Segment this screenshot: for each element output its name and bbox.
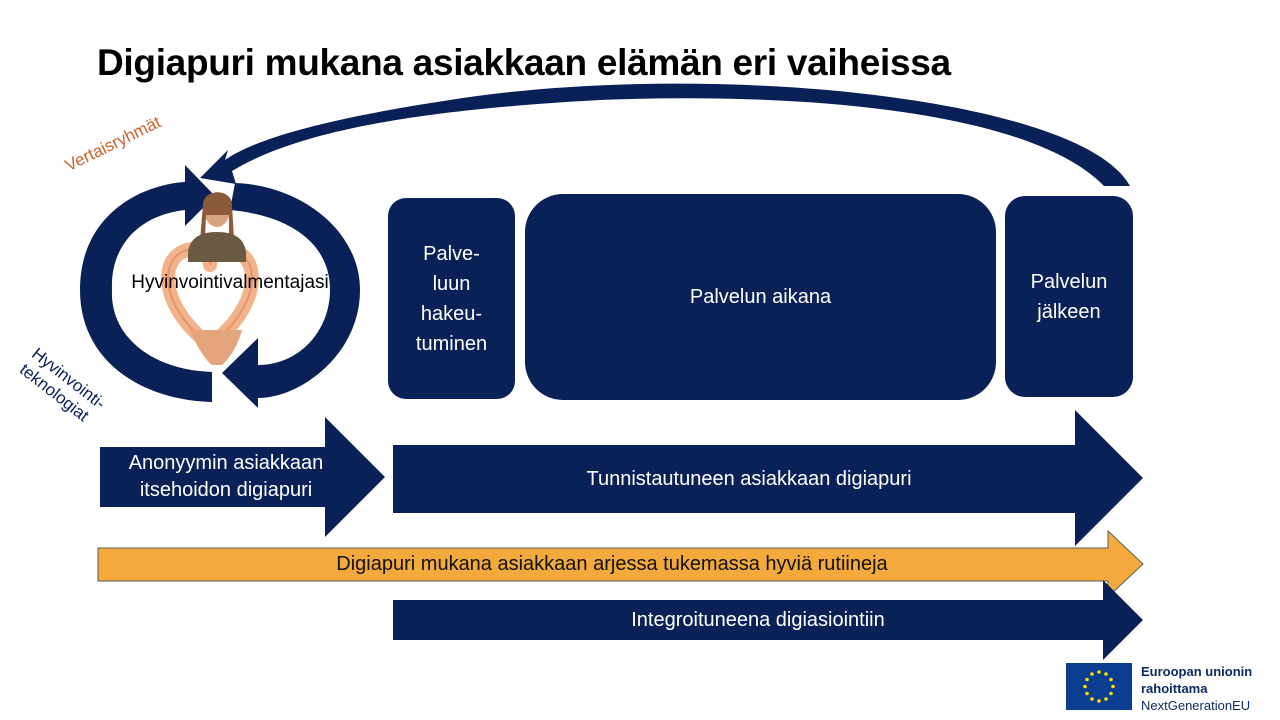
stage-apply-label: Palve- luun hakeu- tuminen	[415, 242, 488, 355]
eu-line1: Euroopan unionin	[1141, 664, 1253, 679]
stage-after-label: Palvelun jälkeen	[1030, 270, 1108, 323]
everyday-arrow-label: Digiapuri mukana asiakkaan arjessa tukem…	[336, 553, 888, 575]
coach-label: Hyvinvointivalmentajasi	[131, 272, 329, 293]
stage-during-box: Palvelun aikana	[525, 194, 996, 400]
identified-arrow-shape	[393, 410, 1143, 546]
return-arc-arrow	[200, 83, 1130, 186]
stage-apply-box: Palve- luun hakeu- tuminen	[388, 198, 515, 399]
eu-line2: rahoittama	[1141, 681, 1208, 696]
coach-avatar	[188, 192, 246, 365]
eu-flag-icon	[1066, 663, 1132, 710]
stage-after-box: Palvelun jälkeen	[1005, 196, 1133, 397]
integrated-arrow-label: Integroituneena digiasiointiin	[631, 608, 885, 631]
cycle-upper-right-arc	[230, 183, 360, 290]
identified-arrow-label: Tunnistautuneen asiakkaan digiapuri	[586, 467, 912, 490]
anonymous-arrow-shape	[100, 417, 385, 537]
cycle-lower-left-arc	[80, 290, 212, 402]
everyday-arrow-shape	[97, 529, 1144, 599]
cycle-upper-arrow	[80, 165, 215, 290]
anonymous-arrow-label: Anonyymin asiakkaan itsehoidon digiapuri	[128, 452, 324, 501]
eu-funding-text: Euroopan unionin rahoittama NextGenerati…	[1141, 663, 1252, 714]
eu-line3: NextGenerationEU	[1141, 698, 1251, 713]
stage-during-label: Palvelun aikana	[689, 286, 832, 308]
slide-title: Digiapuri mukana asiakkaan elämän eri va…	[97, 42, 951, 83]
cycle-lower-arrow	[222, 290, 360, 408]
integrated-arrow-shape	[393, 580, 1143, 660]
